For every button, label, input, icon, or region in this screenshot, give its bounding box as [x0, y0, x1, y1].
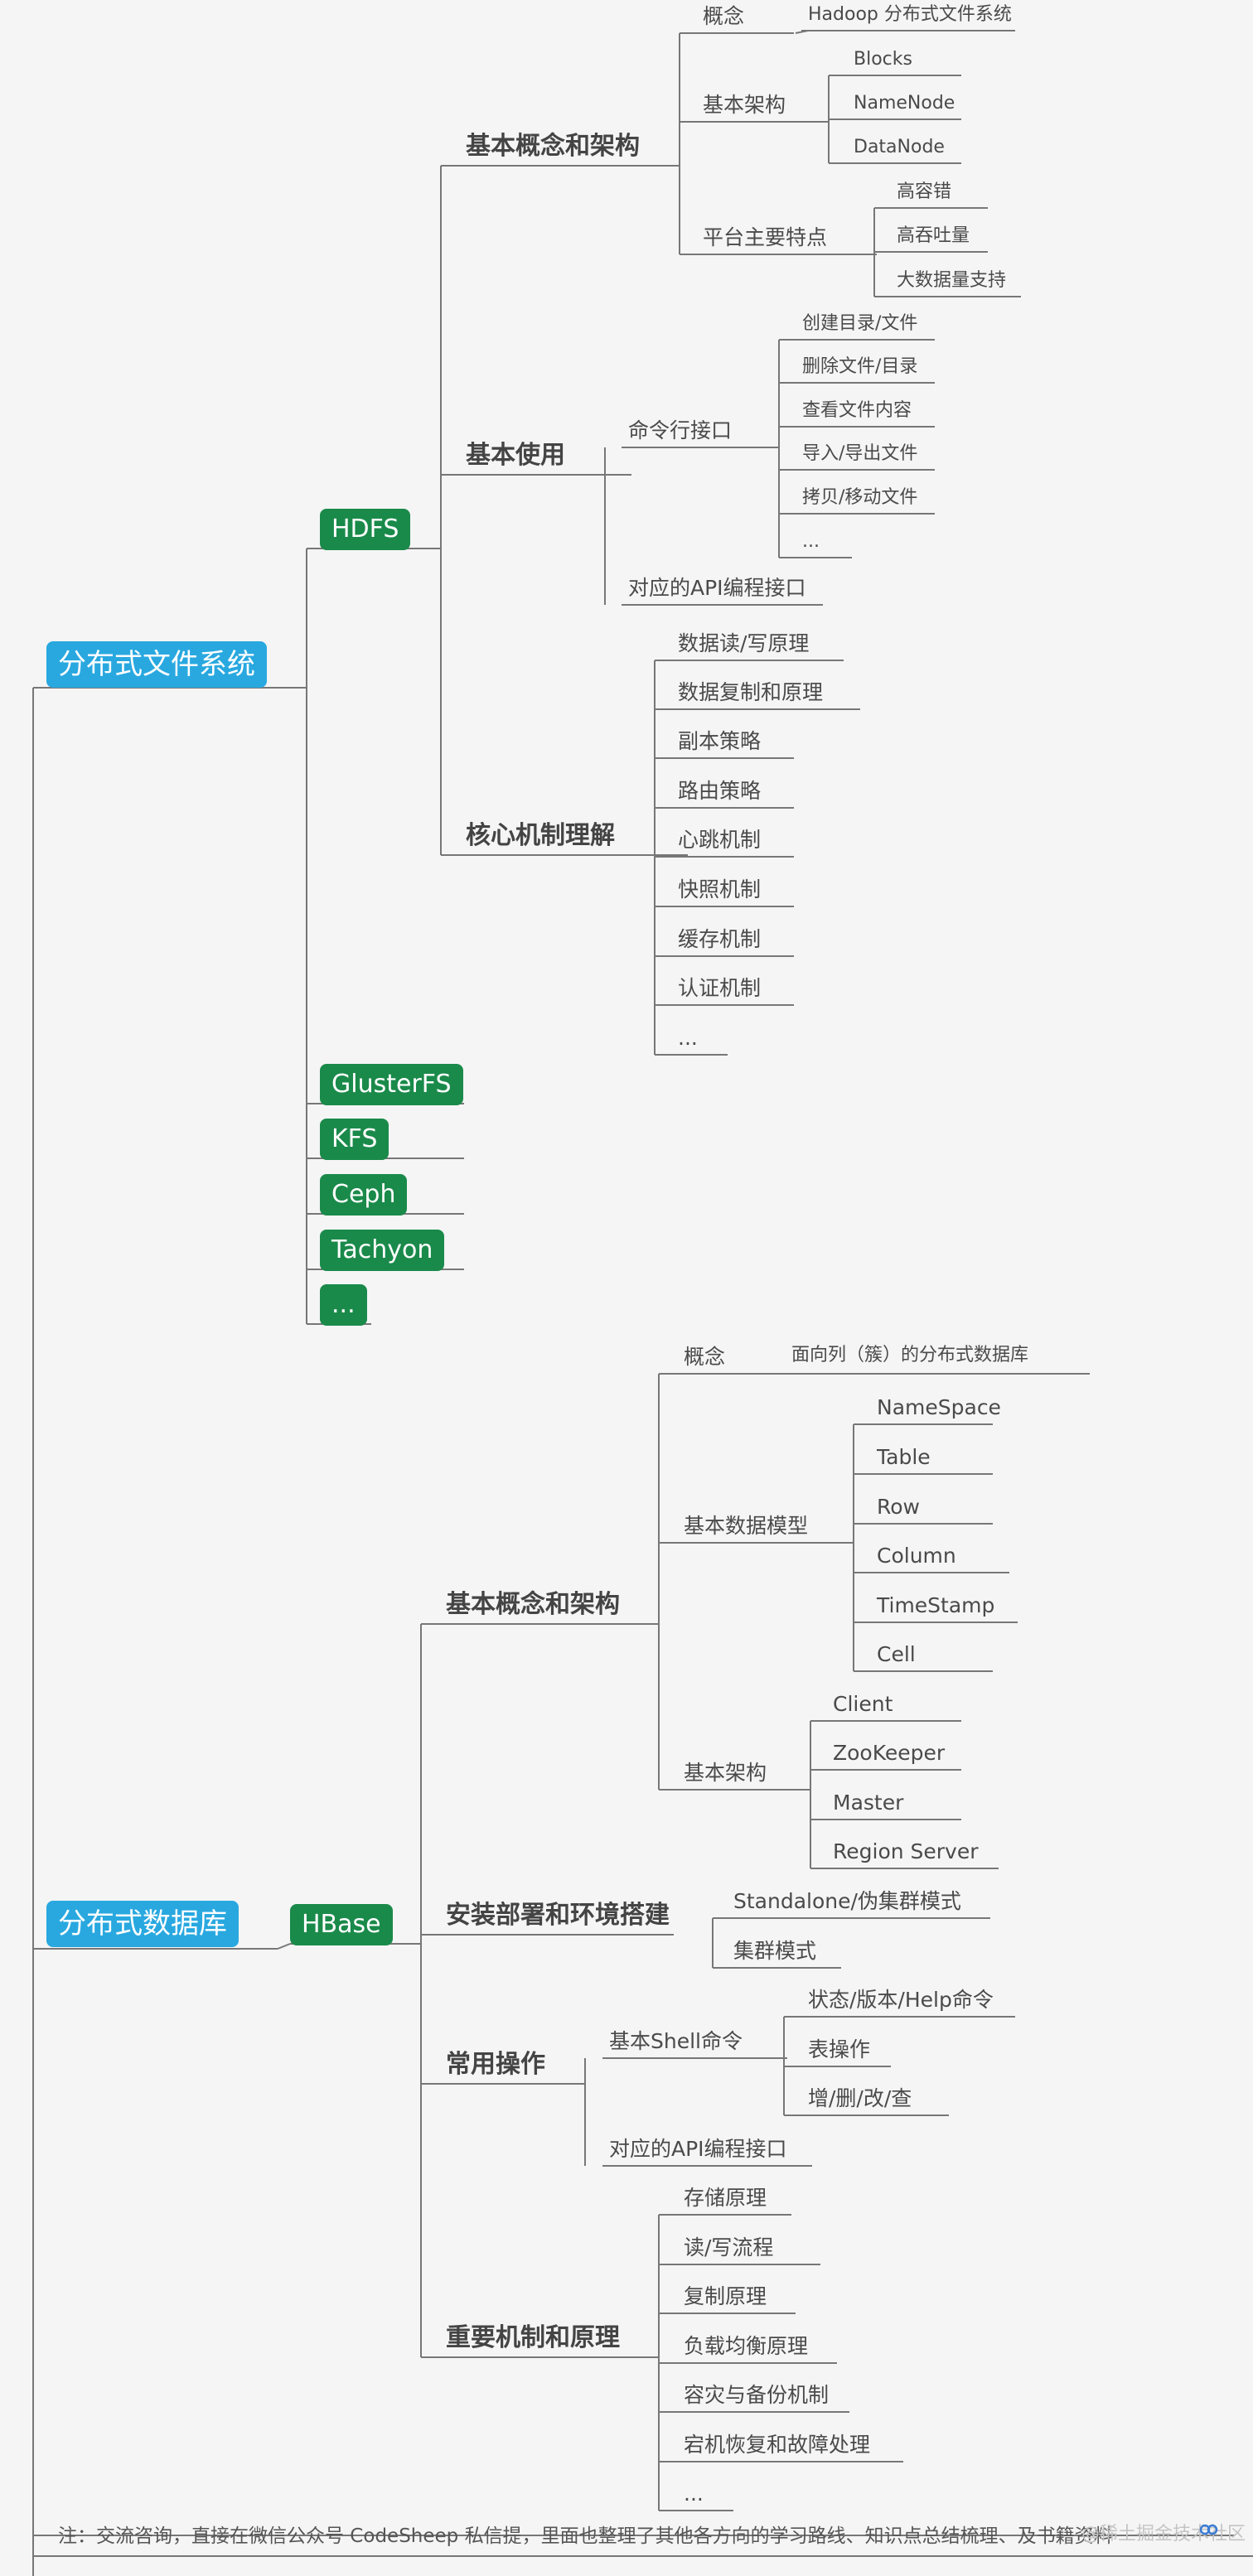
product-kfs: KFS	[320, 1119, 389, 1160]
footer-note: 注：交流咨询，直接在微信公众号 CodeSheep 私信提，里面也整理了其他各方…	[58, 2525, 1113, 2547]
hbase-model-leaf-3: Column	[877, 1544, 956, 1568]
hdfs-arch-leaf-0: Blocks	[854, 49, 912, 70]
hbase-model-leaf-2: Row	[877, 1495, 920, 1519]
hbase-model-leaf-5: Cell	[877, 1642, 916, 1666]
hbase-concept-item-0: 概念	[684, 1345, 726, 1369]
hbase-shell-leaf-1: 表操作	[808, 2037, 871, 2061]
hdfs-cli: 命令行接口	[628, 418, 733, 442]
hdfs-concept-leaf: Hadoop 分布式文件系统	[808, 4, 1012, 25]
hbase-group-1: 安装部署和环境搭建	[446, 1901, 670, 1930]
hdfs-cli-leaf-0: 创建目录/文件	[802, 313, 918, 334]
hdfs-concept-item-0: 概念	[703, 4, 745, 28]
hdfs-core-leaf-6: 缓存机制	[678, 927, 762, 951]
hbase-arch-leaf-3: Region Server	[833, 1839, 979, 1863]
hbase-api: 对应的API编程接口	[609, 2137, 787, 2161]
hbase-concept-item-1: 基本数据模型	[684, 1514, 809, 1538]
hdfs-group-2: 核心机制理解	[466, 821, 615, 850]
hbase-core-leaf-1: 读/写流程	[684, 2235, 774, 2259]
hdfs-core-leaf-7: 认证机制	[678, 976, 762, 1000]
hdfs-core-leaf-0: 数据读/写原理	[678, 631, 810, 655]
root-distributed-db: 分布式数据库	[46, 1901, 239, 1947]
product-hbase: HBase	[290, 1904, 393, 1945]
hdfs-cli-leaf-2: 查看文件内容	[802, 400, 912, 421]
hbase-model-leaf-1: Table	[877, 1445, 931, 1469]
product-glusterfs: GlusterFS	[320, 1064, 463, 1105]
hdfs-core-leaf-5: 快照机制	[678, 877, 762, 901]
hdfs-group-0: 基本概念和架构	[466, 132, 640, 161]
hdfs-core-leaf-3: 路由策略	[678, 779, 762, 803]
hbase-shell-leaf-2: 增/删/改/查	[808, 2086, 912, 2110]
hbase-core-leaf-0: 存储原理	[684, 2186, 767, 2210]
hbase-core-leaf-3: 负载均衡原理	[684, 2334, 809, 2358]
hdfs-cli-leaf-3: 导入/导出文件	[802, 443, 918, 464]
hdfs-arch-leaf-1: NameNode	[854, 93, 955, 114]
root-distributed-fs: 分布式文件系统	[46, 641, 267, 688]
hdfs-feature-leaf-2: 大数据量支持	[897, 270, 1007, 291]
hbase-shell: 基本Shell命令	[609, 2029, 743, 2053]
product-tachyon: Tachyon	[320, 1230, 445, 1271]
hdfs-core-leaf-1: 数据复制和原理	[678, 680, 824, 704]
hbase-arch-leaf-1: ZooKeeper	[833, 1741, 946, 1765]
hdfs-core-leaf-2: 副本策略	[678, 729, 762, 753]
hdfs-concept-item-2: 平台主要特点	[703, 225, 828, 249]
hdfs-core-leaf-4: 心跳机制	[678, 828, 762, 852]
hbase-core-leaf-2: 复制原理	[684, 2284, 767, 2308]
hdfs-cli-leaf-5: ...	[802, 531, 820, 552]
hdfs-concept-item-1: 基本架构	[703, 93, 786, 117]
product-more: ...	[320, 1284, 367, 1326]
hdfs-feature-leaf-0: 高容错	[897, 181, 952, 202]
hbase-model-leaf-4: TimeStamp	[877, 1593, 995, 1617]
watermark: @稀土掘金技术社区	[1081, 2524, 1246, 2545]
hdfs-cli-leaf-4: 拷贝/移动文件	[802, 487, 918, 508]
hbase-arch-leaf-0: Client	[833, 1692, 893, 1716]
hbase-core-leaf-5: 宕机恢复和故障处理	[684, 2433, 871, 2457]
hbase-concept-leaf: 面向列（簇）的分布式数据库	[791, 1345, 1029, 1365]
hdfs-group-1: 基本使用	[466, 441, 565, 470]
link-icon	[1199, 2524, 1218, 2535]
hbase-core-leaf-6: ...	[684, 2482, 704, 2506]
hbase-install-leaf-1: 集群模式	[733, 1939, 817, 1963]
hbase-arch-leaf-2: Master	[833, 1791, 904, 1815]
hbase-group-3: 重要机制和原理	[446, 2323, 620, 2352]
hbase-core-leaf-4: 容灾与备份机制	[684, 2383, 830, 2407]
hbase-group-2: 常用操作	[446, 2050, 545, 2079]
hdfs-api: 对应的API编程接口	[628, 576, 806, 600]
product-ceph: Ceph	[320, 1174, 408, 1216]
hbase-model-leaf-0: NameSpace	[877, 1395, 1001, 1419]
hbase-group-0: 基本概念和架构	[446, 1590, 620, 1619]
hbase-install-leaf-0: Standalone/伪集群模式	[733, 1889, 961, 1913]
hdfs-core-leaf-8: ...	[678, 1026, 698, 1050]
hdfs-feature-leaf-1: 高吞吐量	[897, 225, 970, 246]
hdfs-arch-leaf-2: DataNode	[854, 137, 945, 157]
product-hdfs: HDFS	[320, 509, 411, 550]
hbase-shell-leaf-0: 状态/版本/Help命令	[808, 1988, 994, 2012]
hbase-concept-item-2: 基本架构	[684, 1761, 767, 1785]
hdfs-cli-leaf-1: 删除文件/目录	[802, 356, 918, 377]
